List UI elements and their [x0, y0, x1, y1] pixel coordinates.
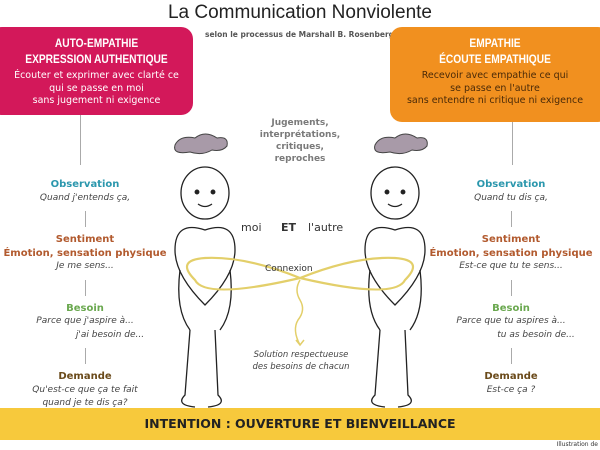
- judgment-line: critiques,: [276, 142, 324, 152]
- judgments-text: Jugements, interprétations, critiques, r…: [240, 117, 360, 165]
- solution-text: Solution respectueuse des besoins de cha…: [236, 349, 366, 373]
- step-text: j'ai besoin de...: [75, 329, 145, 340]
- step-besoin: Besoin: [66, 302, 104, 314]
- step-sentiment: Sentiment: [481, 234, 541, 245]
- desc-line: sans jugement ni exigence: [32, 95, 161, 106]
- divider: [84, 348, 86, 364]
- desc-line: se passe en l'autre: [450, 82, 540, 94]
- box-description: Recevoir avec empathie ce qui se passe e…: [390, 70, 600, 108]
- left-steps: Observation Quand j'entends ça, Sentimen…: [0, 178, 170, 411]
- step-text: Quand j'entends ça,: [39, 192, 131, 203]
- step-text: tu as besoin de...: [497, 329, 575, 340]
- label-autre: l'autre: [308, 221, 344, 234]
- step-sentiment: Sentiment: [55, 234, 115, 245]
- box-heading: EXPRESSION AUTHENTIQUE: [25, 52, 168, 66]
- empathy-box: EMPATHIE ÉCOUTE EMPATHIQUE Recevoir avec…: [390, 27, 600, 122]
- cloud-icon: [174, 133, 428, 155]
- right-steps: Observation Quand tu dis ça, Sentiment É…: [426, 178, 596, 397]
- illustration-credit: Illustration de: [556, 441, 598, 448]
- divider: [510, 279, 512, 296]
- step-text: Qu'est-ce que ça te fait: [32, 384, 138, 395]
- box-description: Écouter et exprimer avec clarté ce qui s…: [0, 70, 193, 108]
- step-text: Est-ce ça ?: [486, 384, 536, 395]
- divider: [84, 279, 86, 296]
- step-text: Parce que tu aspires à...: [456, 316, 566, 326]
- step-text: Est-ce que tu te sens...: [459, 261, 563, 271]
- box-heading: ÉCOUTE EMPATHIQUE: [439, 52, 551, 66]
- divider: [510, 348, 512, 364]
- connector-line: [512, 122, 513, 165]
- desc-line: sans entendre ni critique ni exigence: [406, 95, 584, 106]
- step-subtitle: Émotion, sensation physique: [3, 247, 167, 259]
- label-moi: moi: [241, 221, 262, 234]
- arrow-to-solution: [294, 279, 305, 347]
- box-heading: AUTO-EMPATHIE: [54, 36, 139, 50]
- desc-line: Recevoir avec empathie ce qui: [421, 70, 569, 81]
- label-connexion: Connexion: [265, 264, 313, 274]
- two-people-illustration: [174, 133, 428, 408]
- connector-line: [80, 115, 81, 165]
- divider: [84, 211, 86, 227]
- step-text: Je me sens...: [56, 261, 114, 271]
- infinity-loop: [185, 256, 415, 291]
- intention-banner: INTENTION : OUVERTURE ET BIENVEILLANCE: [0, 408, 600, 440]
- desc-line: qui se passe en moi: [49, 82, 144, 94]
- person-left: [174, 166, 236, 408]
- auto-empathy-box: AUTO-EMPATHIE EXPRESSION AUTHENTIQUE Éco…: [0, 27, 193, 115]
- judgment-line: reproches: [274, 154, 326, 164]
- step-text: quand je te dis ça?: [42, 398, 128, 408]
- person-right: [364, 166, 426, 408]
- solution-line: Solution respectueuse: [253, 350, 349, 360]
- desc-line: Écouter et exprimer avec clarté ce: [14, 70, 179, 81]
- subtitle: selon le processus de Marshall B. Rosenb…: [205, 30, 395, 39]
- judgment-line: interprétations,: [259, 130, 341, 140]
- step-text: Parce que j'aspire à...: [36, 316, 134, 326]
- step-observation: Observation: [476, 179, 546, 190]
- step-subtitle: Émotion, sensation physique: [429, 247, 593, 259]
- page-title: La Communication Nonviolente: [167, 2, 433, 23]
- box-heading: EMPATHIE: [469, 36, 521, 50]
- step-demande: Demande: [484, 371, 538, 382]
- judgment-line: Jugements,: [271, 118, 329, 128]
- solution-line: des besoins de chacun: [252, 362, 350, 372]
- label-et: ET: [281, 221, 297, 234]
- step-text: Quand tu dis ça,: [474, 192, 548, 203]
- step-observation: Observation: [50, 179, 120, 190]
- divider: [510, 211, 512, 227]
- step-besoin: Besoin: [492, 302, 530, 314]
- step-demande: Demande: [58, 371, 112, 382]
